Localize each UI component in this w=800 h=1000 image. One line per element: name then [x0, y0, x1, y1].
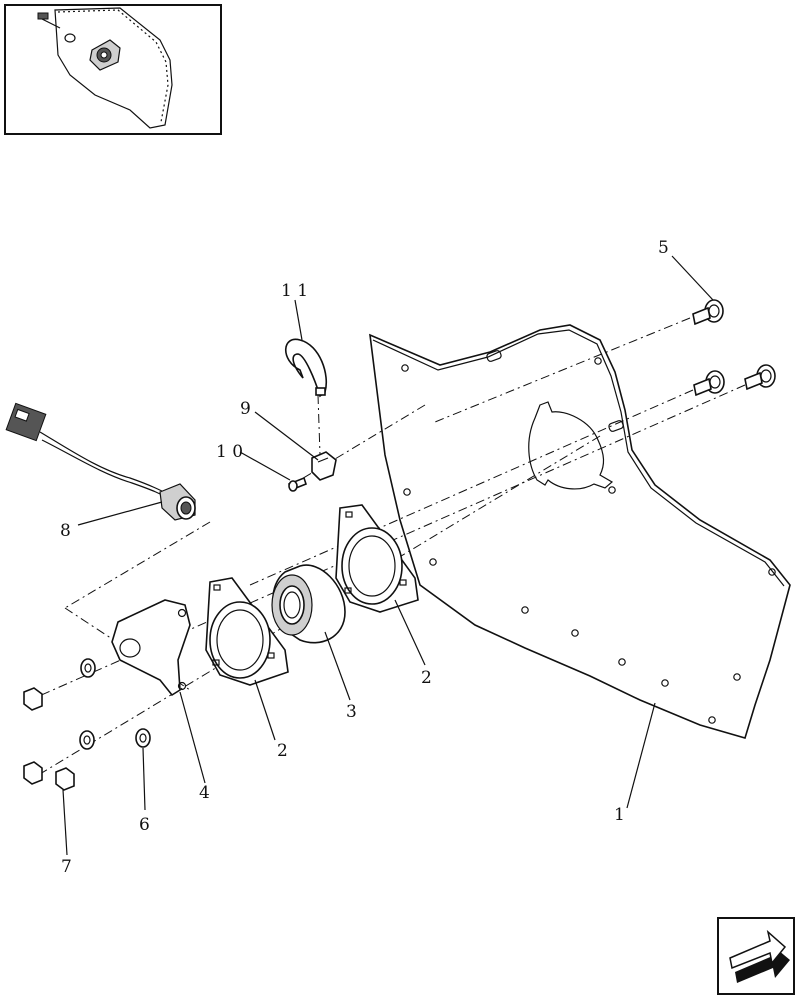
screw-part-10: [288, 476, 307, 492]
callout-10: 1 0: [216, 442, 243, 462]
cable-tie-part-11: [285, 338, 327, 398]
arrow-icon[interactable]: [717, 917, 795, 995]
callout-2a: 2: [277, 741, 288, 761]
leader-lines: [62, 255, 714, 856]
callout-11: 1 1: [281, 281, 308, 301]
callout-3: 3: [346, 702, 357, 722]
callout-1: 1: [614, 805, 625, 825]
callout-8: 8: [60, 521, 71, 541]
callout-9: 9: [240, 399, 251, 419]
callout-6: 6: [139, 815, 150, 835]
clip-part-9: [311, 451, 337, 481]
bracket-part-4: [111, 599, 191, 697]
sensor-part-8: [5, 402, 196, 521]
callout-2b: 2: [421, 668, 432, 688]
nuts-part-7: [23, 687, 75, 791]
bolt-part-5: [692, 299, 776, 397]
flange-part-2-left: [205, 577, 289, 686]
callout-5: 5: [658, 238, 669, 258]
plate-part-1: [369, 324, 791, 739]
callout-4: 4: [199, 783, 210, 803]
flange-part-2-right: [335, 504, 419, 613]
thumbnail-locator[interactable]: [4, 4, 222, 135]
bearing-part-3: [271, 564, 346, 644]
callout-7: 7: [61, 857, 72, 877]
washers-part-6: [79, 658, 151, 750]
